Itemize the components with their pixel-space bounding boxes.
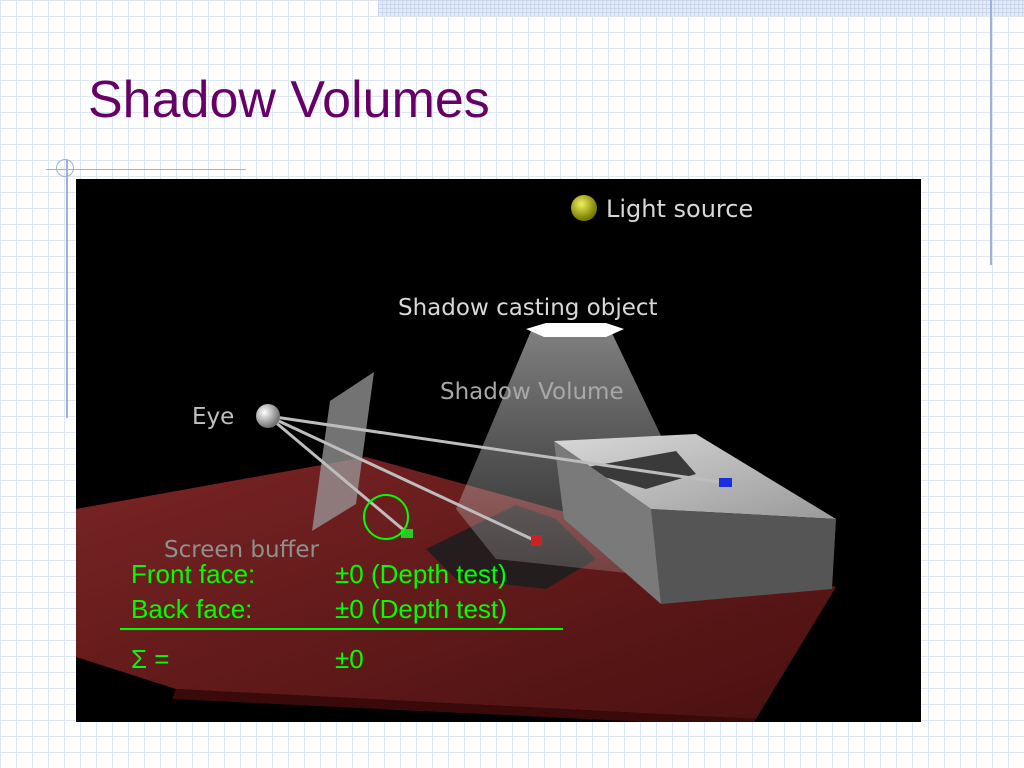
eye-ray-1 (267, 414, 727, 485)
box-left (554, 441, 661, 604)
label-light-source: Light source (606, 195, 753, 223)
decor-vertical-line-right (990, 0, 992, 265)
front-face-value: ±0 (Depth test) (335, 559, 507, 589)
floor-edge (172, 689, 756, 722)
back-face-label: Back face: (131, 594, 253, 624)
box-top (554, 434, 836, 519)
eye-sphere (256, 404, 280, 428)
sum-label: Σ = (131, 644, 170, 674)
front-face-label: Front face: (131, 559, 256, 589)
label-eye: Eye (192, 404, 234, 430)
label-shadow-casting-object: Shadow casting object (398, 295, 658, 321)
light-source-sphere (571, 195, 597, 221)
eye-ray-3 (267, 414, 537, 543)
label-shadow-volume: Shadow Volume (440, 379, 624, 405)
shadow-volume-render: Light source Shadow casting object Shado… (76, 179, 921, 722)
box-front (651, 509, 836, 604)
label-screen-buffer: Screen buffer (164, 537, 320, 563)
sum-underline (120, 628, 563, 630)
highlight-circle (363, 494, 409, 540)
blue-marker (719, 478, 732, 487)
sum-value: ±0 (335, 644, 364, 674)
red-marker (531, 535, 542, 546)
crosshair-icon (56, 159, 74, 177)
decor-horizontal-line (46, 169, 246, 170)
shadow-casting-object (526, 323, 624, 337)
green-marker (401, 529, 413, 538)
eye-ray-2 (267, 414, 407, 534)
back-face-value: ±0 (Depth test) (335, 594, 507, 624)
top-decor-band (378, 0, 1024, 16)
scene-illustration: Light source Shadow casting object Shado… (76, 195, 836, 722)
floor-plane (76, 457, 836, 719)
slide-title: Shadow Volumes (88, 71, 490, 129)
decor-vertical-line-left (66, 160, 68, 418)
